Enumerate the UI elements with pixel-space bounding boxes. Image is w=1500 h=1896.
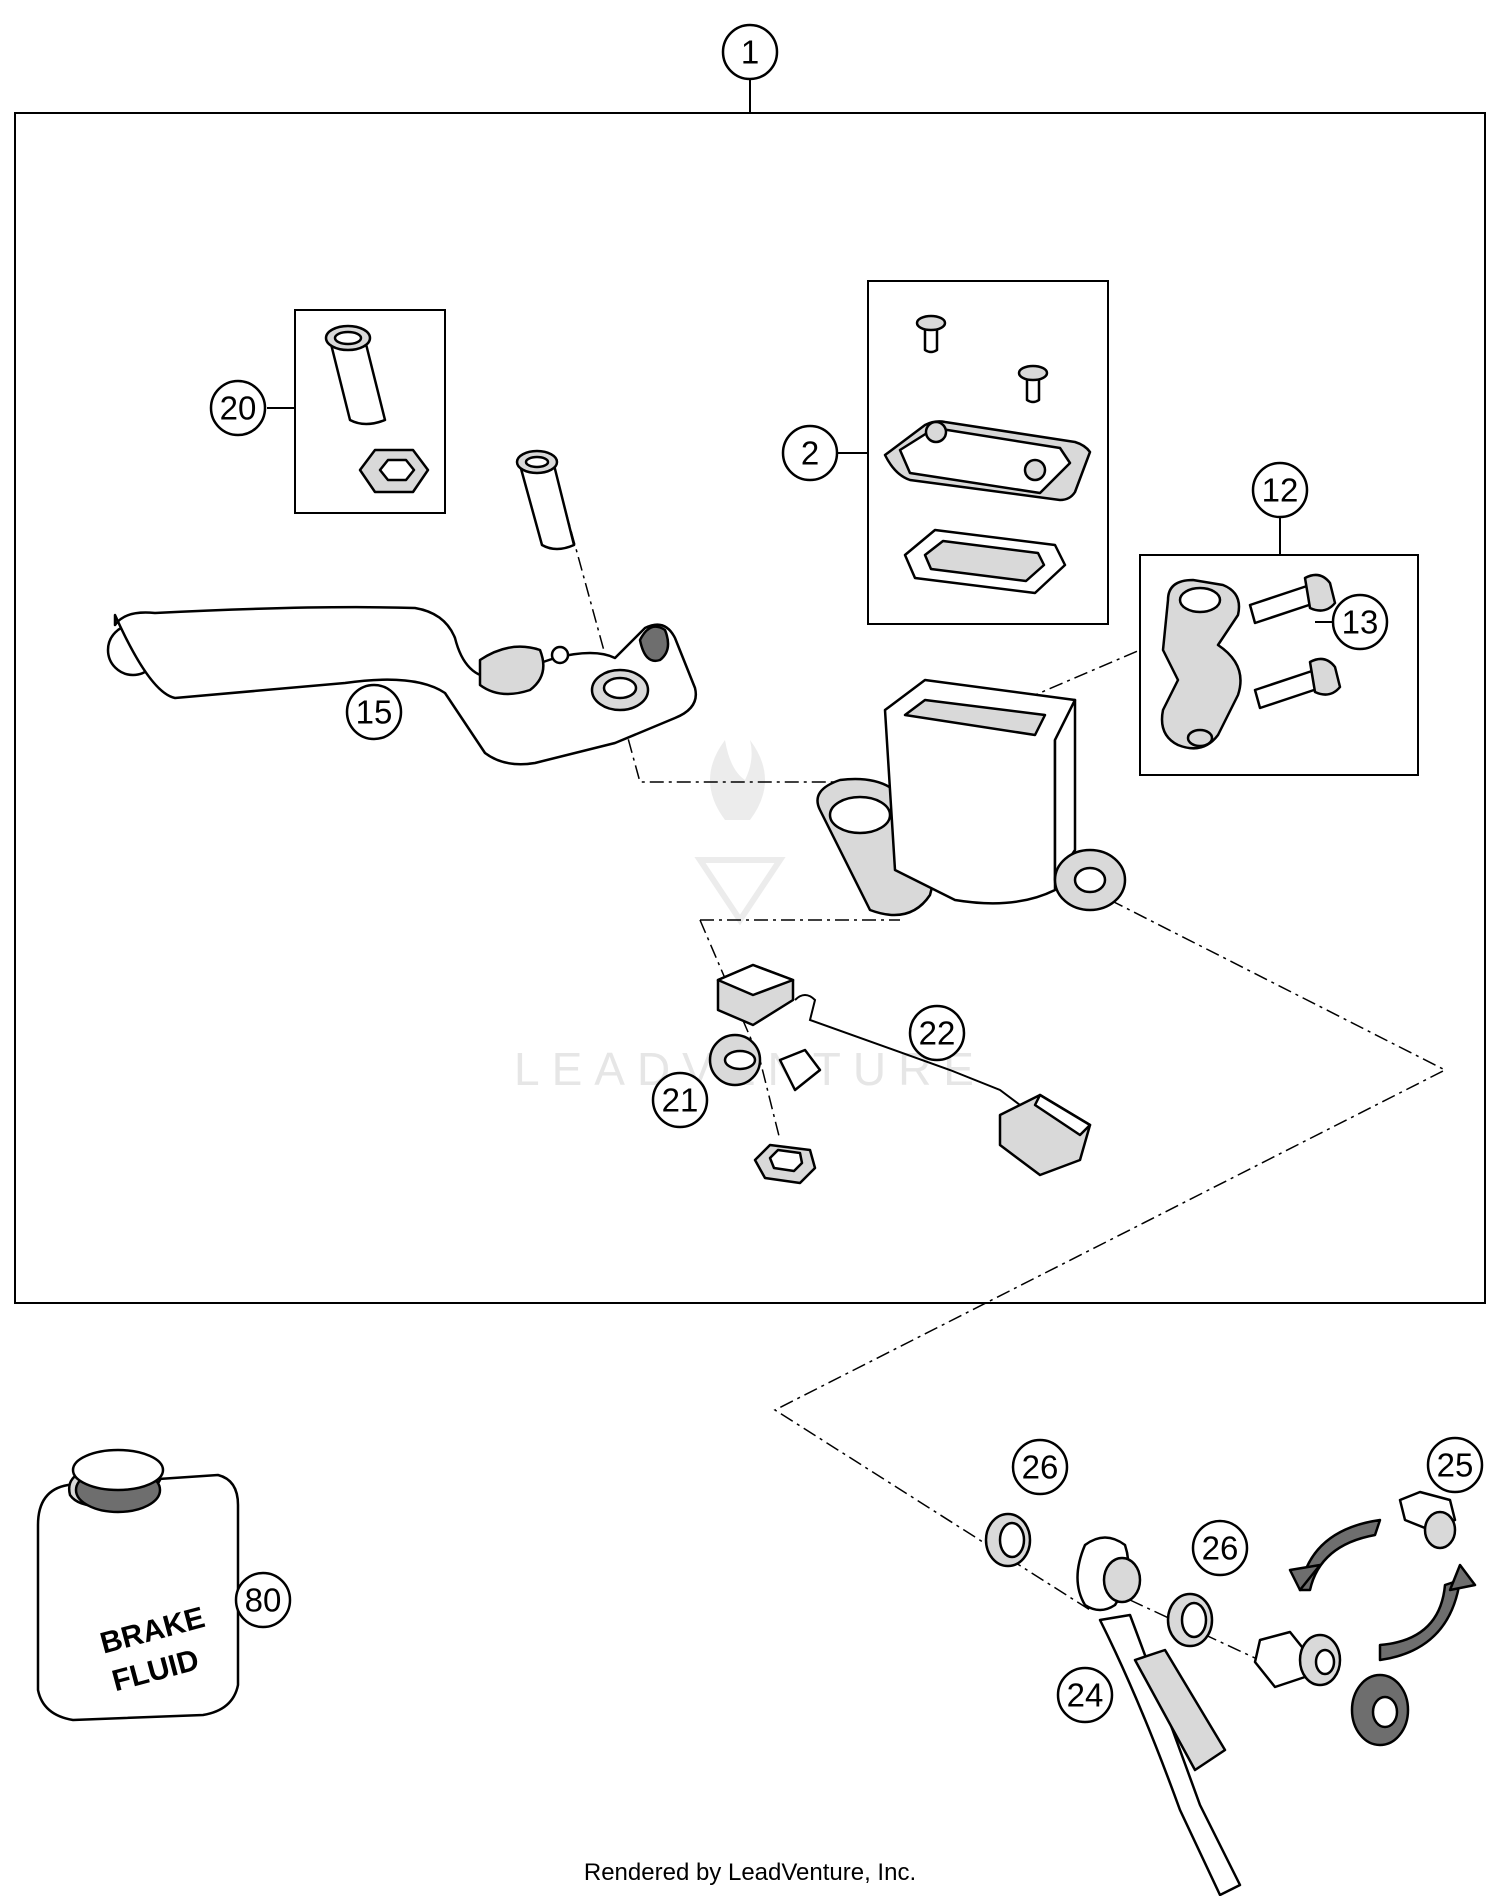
svg-text:1: 1 xyxy=(741,34,759,71)
svg-text:80: 80 xyxy=(245,1582,282,1619)
svg-text:13: 13 xyxy=(1342,604,1379,641)
part-20-sleeve-nut xyxy=(324,324,430,494)
svg-text:24: 24 xyxy=(1067,1677,1104,1714)
footer-credit: Rendered by LeadVenture, Inc. xyxy=(584,1859,916,1886)
master-cylinder-body xyxy=(816,678,1127,917)
svg-text:2: 2 xyxy=(801,435,819,472)
svg-text:26: 26 xyxy=(1022,1449,1059,1486)
part-12-clamp-kit xyxy=(1160,573,1342,750)
svg-text:26: 26 xyxy=(1202,1530,1239,1567)
callout-26b: 26 xyxy=(1191,1519,1249,1577)
callout-20: 20 xyxy=(209,379,267,437)
callout-2: 2 xyxy=(781,424,839,482)
callout-13: 13 xyxy=(1331,593,1389,651)
svg-text:12: 12 xyxy=(1262,472,1299,509)
callout-15: 15 xyxy=(345,683,403,741)
callout-80: 80 xyxy=(234,1571,292,1629)
part-80-brake-fluid: BRAKE FLUID xyxy=(36,1448,240,1722)
callout-26a: 26 xyxy=(1011,1438,1069,1496)
callout-25: 25 xyxy=(1426,1436,1484,1494)
callout-21: 21 xyxy=(651,1071,709,1129)
callout-12: 12 xyxy=(1251,461,1309,519)
svg-text:22: 22 xyxy=(919,1015,956,1052)
svg-text:20: 20 xyxy=(220,390,257,427)
part-21-22-switch xyxy=(708,963,1092,1185)
part-24-25-26-hose xyxy=(984,1490,1477,1896)
assembly-frame xyxy=(14,112,1486,1304)
svg-text:21: 21 xyxy=(662,1082,699,1119)
callout-1: 1 xyxy=(721,23,779,81)
svg-text:15: 15 xyxy=(356,694,393,731)
callout-22: 22 xyxy=(908,1004,966,1062)
svg-text:25: 25 xyxy=(1437,1447,1474,1484)
part-15-lever xyxy=(106,449,698,766)
part-2-cover-kit xyxy=(883,314,1092,595)
callout-24: 24 xyxy=(1056,1666,1114,1724)
kit-box-20 xyxy=(294,309,446,514)
